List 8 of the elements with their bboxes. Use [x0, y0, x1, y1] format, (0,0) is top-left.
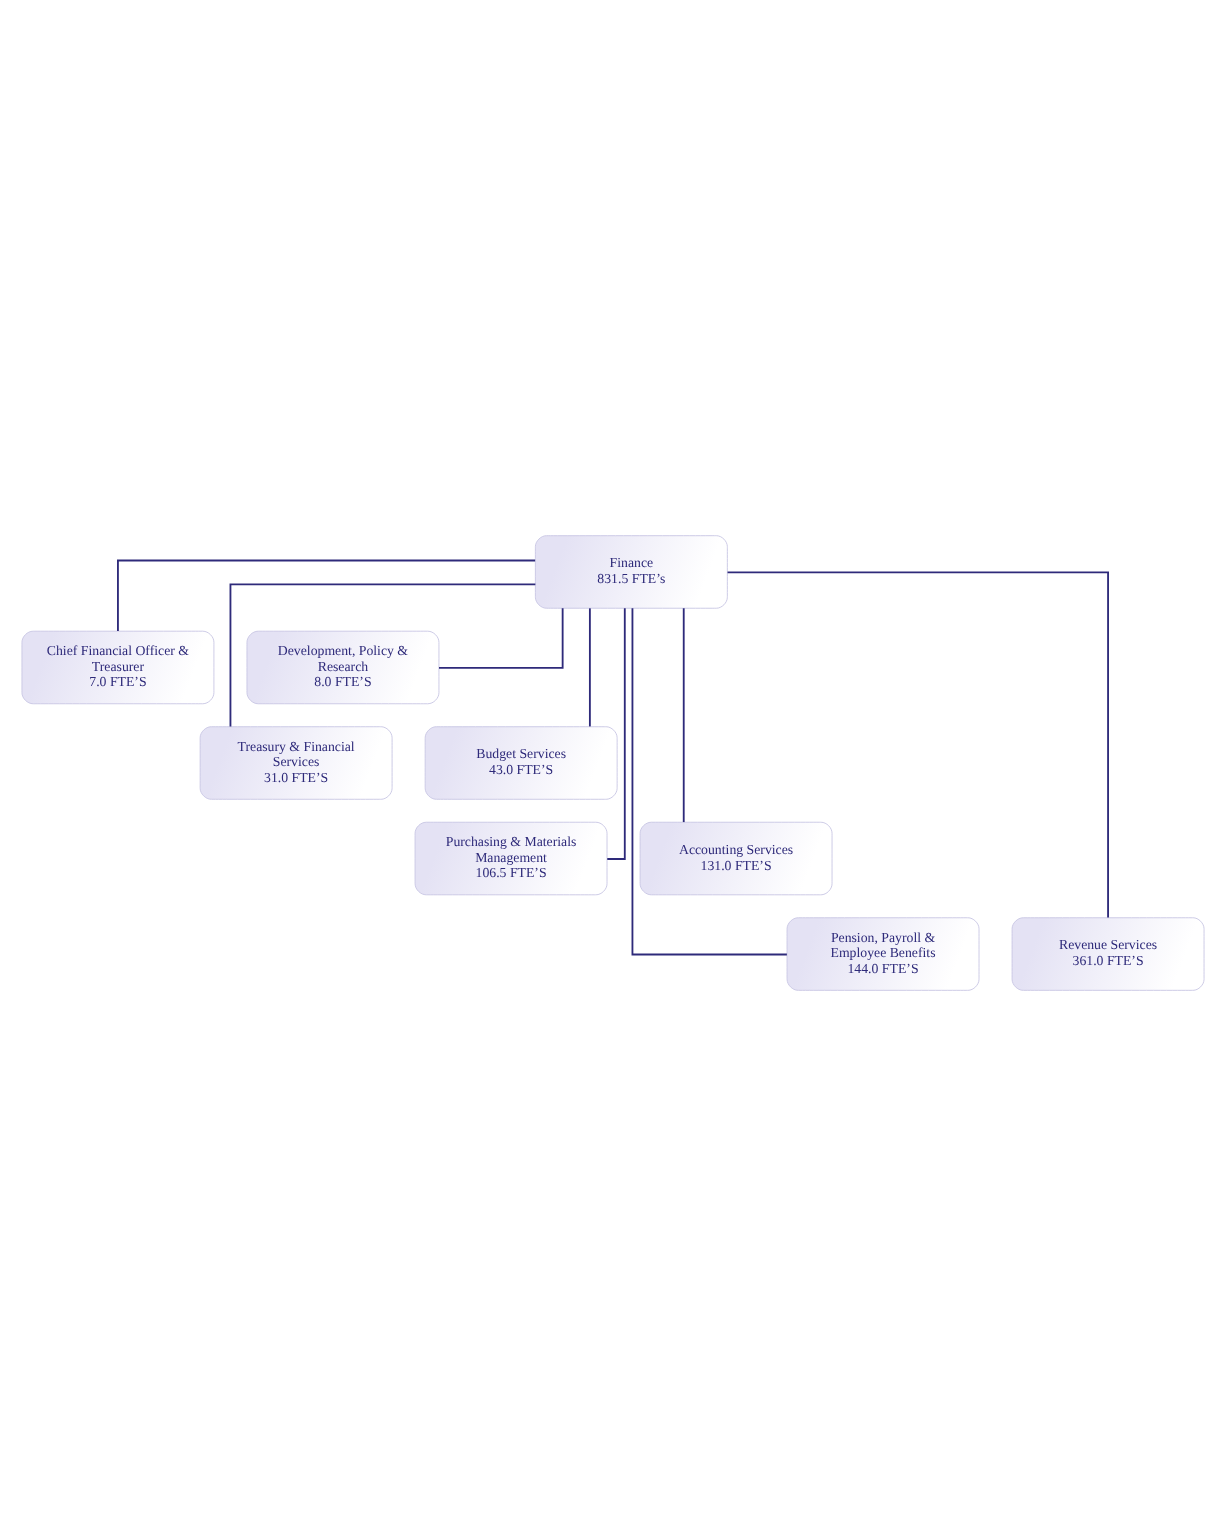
connector	[229, 582, 537, 727]
connector	[682, 606, 685, 822]
connector	[588, 606, 591, 727]
connector	[631, 606, 788, 955]
connector	[438, 606, 564, 668]
connector	[117, 558, 536, 631]
connector	[606, 606, 626, 859]
connector	[726, 570, 1109, 918]
